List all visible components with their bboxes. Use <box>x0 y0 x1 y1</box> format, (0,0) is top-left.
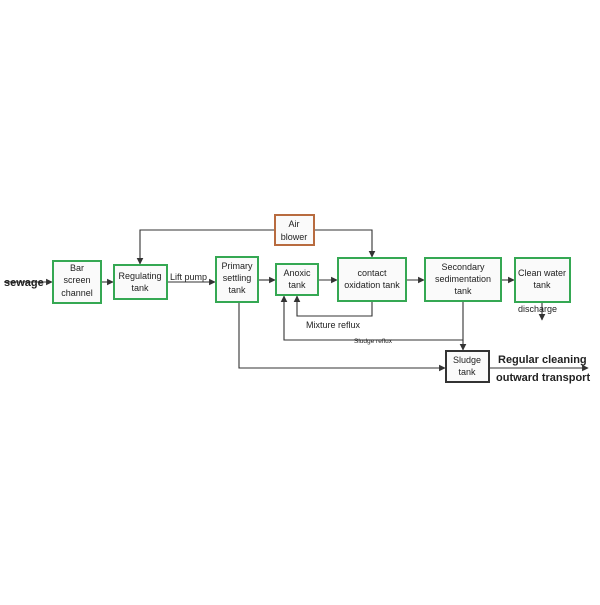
regulating-box <box>113 264 168 300</box>
sludge-tank-label-1: Sludge <box>453 355 481 365</box>
node-air-blower: Air blower <box>274 214 315 246</box>
contact-box <box>337 257 407 302</box>
regulating-label-2: tank <box>131 283 149 293</box>
bar-screen-label-1: Bar <box>70 263 84 273</box>
bar-screen-label-3: channel <box>61 288 93 298</box>
clean-water-box <box>514 257 571 303</box>
arrow-sludge-reflux <box>280 295 464 341</box>
arrow-mixture-reflux <box>293 295 373 317</box>
node-sludge-tank: Sludge tank <box>445 350 490 383</box>
anoxic-label-1: Anoxic <box>283 268 311 278</box>
anoxic-label-2: tank <box>288 280 306 290</box>
sludge-tank-box <box>445 350 490 383</box>
air-blower-box <box>274 214 315 246</box>
outward-transport-label: outward transport <box>496 372 590 384</box>
primary-label-1: Primary <box>222 261 253 271</box>
secondary-box <box>424 257 502 302</box>
primary-label-3: tank <box>228 285 246 295</box>
air-blower-label-2: blower <box>281 232 308 242</box>
anoxic-box <box>275 263 319 296</box>
node-secondary-sedimentation: Secondary sedimentation tank <box>424 257 502 302</box>
sewage-label: sewage <box>4 277 44 289</box>
node-bar-screen: Bar screen channel <box>52 260 102 304</box>
secondary-label-3: tank <box>454 286 472 296</box>
node-contact-oxidation: contact oxidation tank <box>337 257 407 302</box>
connectors <box>4 229 589 372</box>
mixture-reflux-label: Mixture reflux <box>306 320 361 330</box>
lift-pump-label: Lift pump <box>170 272 207 282</box>
node-regulating-tank: Regulating tank <box>113 264 168 300</box>
contact-label-2: oxidation tank <box>344 280 400 290</box>
arrow-primary-to-sludge-tank <box>238 303 446 372</box>
primary-box <box>215 256 259 303</box>
sludge-tank-label-2: tank <box>458 367 476 377</box>
air-blower-label-1: Air <box>289 219 300 229</box>
sludge-reflux-label: Sludge reflux <box>354 338 393 345</box>
arrow-air-to-regulating <box>136 229 274 265</box>
regular-cleaning-label: Regular cleaning <box>498 354 587 366</box>
bar-screen-box <box>52 260 102 304</box>
clean-water-label-1: Clean water <box>518 268 566 278</box>
clean-water-label-2: tank <box>533 280 551 290</box>
secondary-label-2: sedimentation <box>435 274 491 284</box>
regulating-label-1: Regulating <box>118 271 161 281</box>
node-clean-water: Clean water tank <box>514 257 571 303</box>
contact-label-1: contact <box>357 268 387 278</box>
discharge-label: discharge <box>518 304 557 314</box>
bar-screen-label-2: screen <box>63 275 90 285</box>
node-primary-settling: Primary settling tank <box>215 256 259 303</box>
secondary-label-1: Secondary <box>441 262 485 272</box>
primary-label-2: settling <box>223 273 252 283</box>
node-anoxic-tank: Anoxic tank <box>275 263 319 296</box>
arrow-air-to-contact <box>314 229 376 258</box>
